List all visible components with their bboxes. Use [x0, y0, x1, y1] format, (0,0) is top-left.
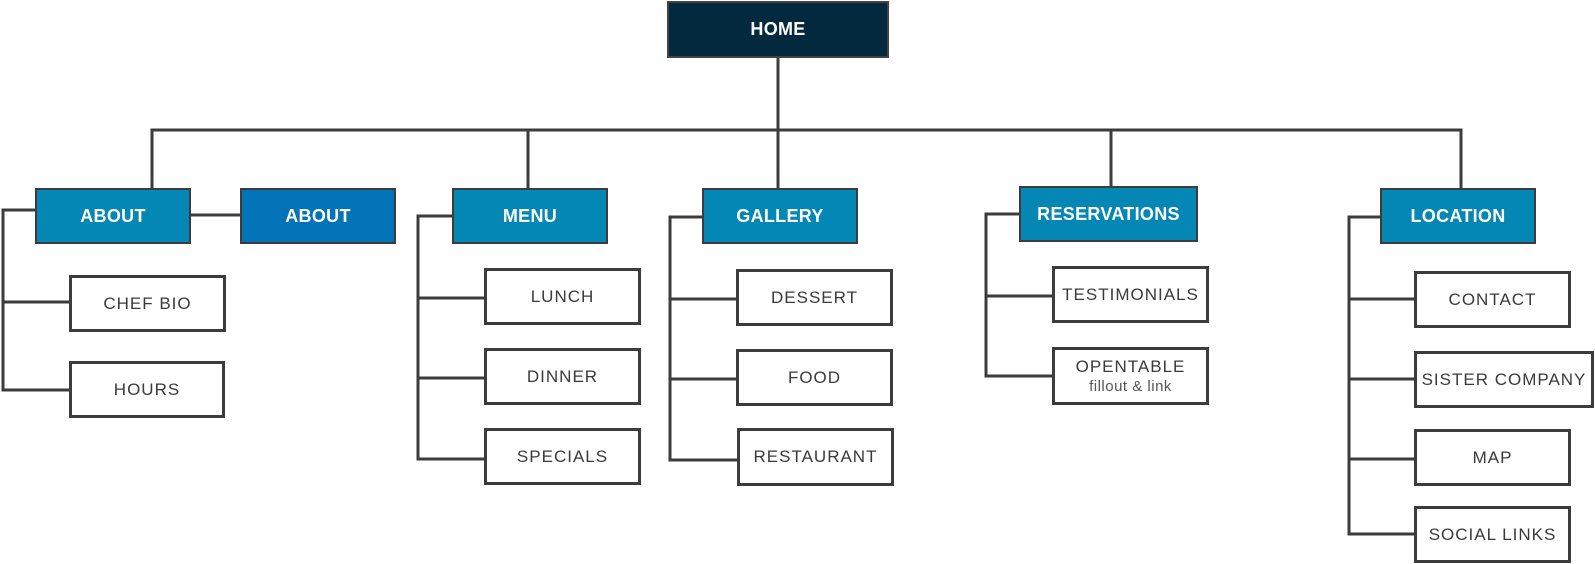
location-node: LOCATION: [1380, 188, 1536, 244]
social-links-node: SOCIAL LINKS: [1414, 506, 1571, 563]
map-label: MAP: [1472, 447, 1513, 467]
gallery-label: GALLERY: [736, 205, 824, 226]
food-node: FOOD: [736, 349, 893, 406]
sister-company-label: SISTER COMPANY: [1421, 369, 1587, 389]
reservations-node: RESERVATIONS: [1019, 186, 1198, 242]
chef-bio-node: CHEF BIO: [69, 275, 226, 332]
home-label: HOME: [750, 19, 806, 39]
about-node: ABOUT: [35, 188, 191, 244]
about-secondary-node: ABOUT: [240, 188, 396, 244]
restaurant-node: RESTAURANT: [737, 428, 894, 486]
lunch-label: LUNCH: [530, 286, 595, 306]
menu-label: MENU: [502, 205, 558, 226]
location-label: LOCATION: [1410, 205, 1506, 226]
gallery-node: GALLERY: [702, 188, 858, 244]
hours-label: HOURS: [113, 379, 181, 399]
food-label: FOOD: [787, 367, 842, 387]
contact-label: CONTACT: [1448, 289, 1537, 309]
opentable-note: fillout & link: [1089, 378, 1172, 395]
testimonials-node: TESTIMONIALS: [1052, 266, 1209, 323]
lunch-node: LUNCH: [484, 268, 641, 325]
hours-node: HOURS: [69, 361, 225, 418]
testimonials-label: TESTIMONIALS: [1062, 284, 1199, 304]
sister-company-node: SISTER COMPANY: [1414, 351, 1594, 408]
specials-node: SPECIALS: [484, 428, 641, 485]
opentable-node: OPENTABLE fillout & link: [1052, 347, 1209, 405]
menu-node: MENU: [452, 188, 608, 244]
dinner-label: DINNER: [526, 366, 599, 386]
reservations-label: RESERVATIONS: [1037, 203, 1180, 224]
social-links-label: SOCIAL LINKS: [1428, 524, 1557, 544]
about-label: ABOUT: [80, 205, 146, 226]
home-node: HOME: [667, 1, 889, 58]
opentable-label: OPENTABLE: [1075, 357, 1186, 376]
map-node: MAP: [1414, 429, 1571, 486]
dessert-node: DESSERT: [736, 269, 893, 326]
about-secondary-label: ABOUT: [285, 205, 351, 226]
contact-node: CONTACT: [1414, 271, 1571, 328]
specials-label: SPECIALS: [516, 446, 609, 466]
chef-bio-label: CHEF BIO: [103, 293, 192, 313]
dessert-label: DESSERT: [771, 287, 858, 307]
restaurant-label: RESTAURANT: [753, 447, 878, 466]
dinner-node: DINNER: [484, 348, 641, 405]
